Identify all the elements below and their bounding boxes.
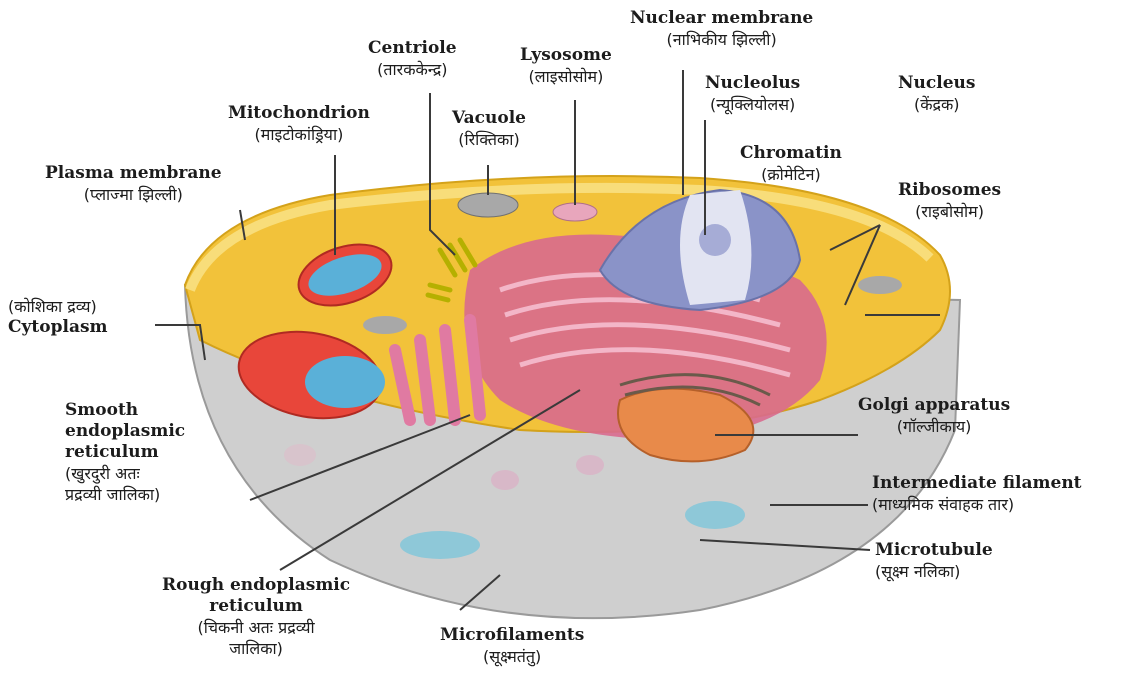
label-ribosomes: Ribosomes (राइबोसोम) xyxy=(898,180,1001,222)
label-microtubule: Microtubule (सूक्ष्म नलिका) xyxy=(875,540,993,582)
label-mitochondrion-en: Mitochondrion xyxy=(228,103,370,124)
label-vacuole-en: Vacuole xyxy=(452,108,526,129)
label-golgi-en: Golgi apparatus xyxy=(858,395,1010,416)
bowl-vesicle xyxy=(576,455,604,475)
label-plasma-membrane: Plasma membrane (प्लाज्मा झिल्ली) xyxy=(45,163,222,205)
label-nucleolus-en: Nucleolus xyxy=(705,73,800,94)
nucleolus xyxy=(699,224,731,256)
label-mitochondrion: Mitochondrion (माइटोकांड्रिया) xyxy=(228,103,370,145)
label-plasma-membrane-en: Plasma membrane xyxy=(45,163,222,184)
label-nuclear-membrane-hi: (नाभिकीय झिल्ली) xyxy=(630,29,813,50)
bowl-vesicle xyxy=(400,531,480,559)
label-microfilaments-hi: (सूक्ष्मतंतु) xyxy=(440,646,584,667)
label-microtubule-en: Microtubule xyxy=(875,540,993,561)
label-microfilaments: Microfilaments (सूक्ष्मतंतु) xyxy=(440,625,584,667)
label-cytoplasm-hi: (कोशिका द्रव्य) xyxy=(8,296,108,317)
label-microfilaments-en: Microfilaments xyxy=(440,625,584,646)
label-lysosome-hi: (लाइसोसोम) xyxy=(520,66,612,87)
label-plasma-membrane-hi: (प्लाज्मा झिल्ली) xyxy=(45,184,222,205)
label-intermediate-filament: Intermediate filament (माध्यमिक संवाहक त… xyxy=(872,473,1082,515)
lysosome xyxy=(553,203,597,221)
label-ribosomes-en: Ribosomes xyxy=(898,180,1001,201)
label-nuclear-membrane-en: Nuclear membrane xyxy=(630,8,813,29)
bowl-vesicle xyxy=(685,501,745,529)
label-centriole-en: Centriole xyxy=(368,38,457,59)
label-centriole-hi: (तारककेन्द्र) xyxy=(368,59,457,80)
bowl-vesicle xyxy=(491,470,519,490)
label-vacuole: Vacuole (रिक्तिका) xyxy=(452,108,526,150)
label-microtubule-hi: (सूक्ष्म नलिका) xyxy=(875,561,993,582)
label-chromatin: Chromatin (क्रोमेटिन) xyxy=(740,143,842,185)
label-lysosome-en: Lysosome xyxy=(520,45,612,66)
label-mitochondrion-hi: (माइटोकांड्रिया) xyxy=(228,124,370,145)
label-nucleus-hi: (केंद्रक) xyxy=(898,94,975,115)
label-chromatin-en: Chromatin xyxy=(740,143,842,164)
label-smooth-er-hi1: (खुरदुरी अतः xyxy=(65,463,185,484)
label-rough-er-hi1: (चिकनी अतः प्रद्रव्यी xyxy=(162,617,350,638)
label-intermediate-filament-hi: (माध्यमिक संवाहक तार) xyxy=(872,494,1082,515)
label-cytoplasm-en: Cytoplasm xyxy=(8,317,108,338)
label-golgi-hi: (गॉल्जीकाय) xyxy=(858,416,1010,437)
label-rough-er-en2: reticulum xyxy=(162,596,350,617)
label-smooth-er-en2: endoplasmic xyxy=(65,421,185,442)
vacuole xyxy=(458,193,518,217)
label-golgi: Golgi apparatus (गॉल्जीकाय) xyxy=(858,395,1010,437)
label-cytoplasm: (कोशिका द्रव्य) Cytoplasm xyxy=(8,296,108,338)
label-smooth-er: Smooth endoplasmic reticulum (खुरदुरी अत… xyxy=(65,400,185,505)
label-nuclear-membrane: Nuclear membrane (नाभिकीय झिल्ली) xyxy=(630,8,813,50)
mitochondrion-large-inner xyxy=(305,356,385,408)
label-rough-er: Rough endoplasmic reticulum (चिकनी अतः प… xyxy=(162,575,350,659)
label-lysosome: Lysosome (लाइसोसोम) xyxy=(520,45,612,87)
label-smooth-er-en3: reticulum xyxy=(65,442,185,463)
label-intermediate-filament-en: Intermediate filament xyxy=(872,473,1082,494)
label-nucleolus-hi: (न्यूक्लियोलस) xyxy=(705,94,800,115)
label-nucleus-en: Nucleus xyxy=(898,73,975,94)
vesicle xyxy=(363,316,407,334)
label-vacuole-hi: (रिक्तिका) xyxy=(452,129,526,150)
label-rough-er-en1: Rough endoplasmic xyxy=(162,575,350,596)
label-nucleolus: Nucleolus (न्यूक्लियोलस) xyxy=(705,73,800,115)
bowl-vesicle xyxy=(284,444,316,466)
label-smooth-er-hi2: प्रद्रव्यी जालिका) xyxy=(65,484,185,505)
label-smooth-er-en1: Smooth xyxy=(65,400,185,421)
label-ribosomes-hi: (राइबोसोम) xyxy=(898,201,1001,222)
label-nucleus: Nucleus (केंद्रक) xyxy=(898,73,975,115)
vesicle xyxy=(858,276,902,294)
label-chromatin-hi: (क्रोमेटिन) xyxy=(740,164,842,185)
label-rough-er-hi2: जालिका) xyxy=(162,638,350,659)
label-centriole: Centriole (तारककेन्द्र) xyxy=(368,38,457,80)
